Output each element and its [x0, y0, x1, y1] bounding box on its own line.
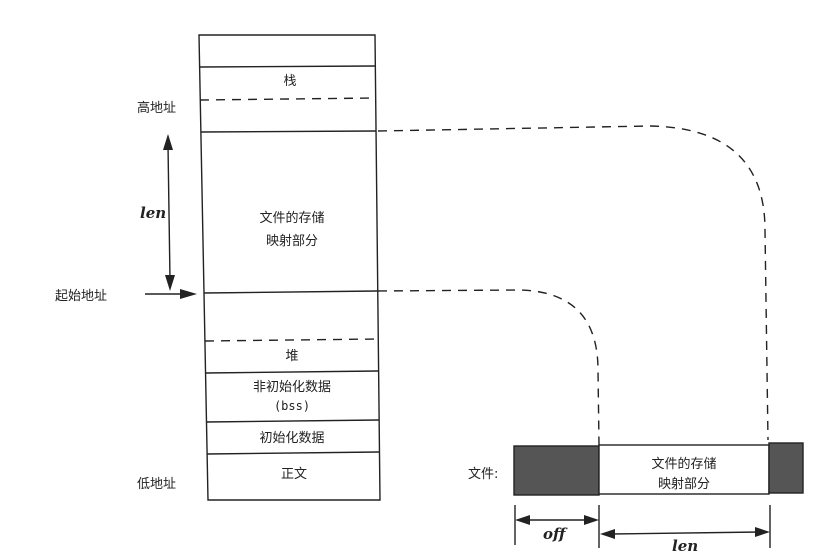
- file-tail-region: [768, 442, 804, 494]
- bss-abbrev: (bss): [274, 399, 310, 413]
- high-address-label: 高地址: [137, 100, 176, 116]
- low-address-label: 低地址: [137, 477, 176, 492]
- text-segment-label: 正文: [281, 467, 307, 482]
- file-offset-region: [513, 445, 600, 496]
- mapped-label-2: 映射部分: [266, 233, 318, 249]
- divider: [206, 451, 380, 455]
- off-label: off: [543, 525, 568, 543]
- divider: [198, 65, 377, 68]
- memory-layout: 栈 文件的存储 映射部分 堆 非初始化数据 (bss) 初始化数据 正文: [198, 34, 381, 501]
- start-address-arrow: [145, 289, 197, 299]
- divider: [204, 370, 379, 374]
- stack-label: 栈: [283, 74, 296, 89]
- dashed-divider: [199, 97, 377, 101]
- heap-label: 堆: [285, 349, 298, 364]
- off-dimension: [514, 505, 600, 548]
- len-vertical-arrow: [163, 134, 175, 291]
- divider: [203, 290, 378, 294]
- memory-box: [198, 34, 381, 501]
- dashed-divider: [204, 338, 379, 342]
- file-bar: 文件的存储 映射部分: [513, 442, 804, 496]
- len-label-file: len: [672, 537, 698, 555]
- divider: [205, 419, 380, 423]
- data-label: 初始化数据: [259, 431, 324, 446]
- divider: [200, 130, 377, 133]
- bss-label: 非初始化数据: [253, 380, 331, 395]
- file-mapped-region: [598, 444, 770, 495]
- file-label: 文件:: [468, 467, 498, 482]
- file-mapped-label-1: 文件的存储: [651, 456, 716, 472]
- start-address-label: 起始地址: [55, 289, 107, 304]
- file-mapped-label-2: 映射部分: [658, 476, 710, 492]
- mapping-line-top: [377, 125, 769, 441]
- len-dimension: [600, 505, 771, 548]
- mapped-label-1: 文件的存储: [259, 210, 324, 226]
- mapping-line-bottom: [377, 289, 600, 446]
- len-label-memory: len: [140, 204, 166, 222]
